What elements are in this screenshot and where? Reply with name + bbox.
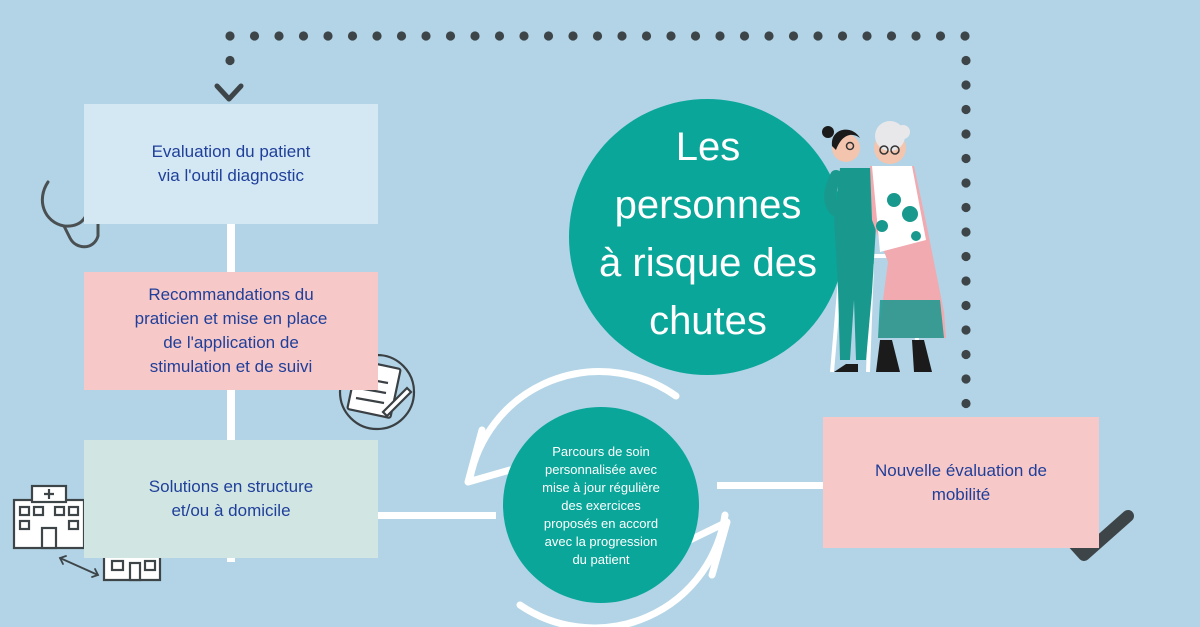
path-dot xyxy=(960,31,970,41)
connector-solutions-to-cycle xyxy=(378,512,496,519)
cycle-arrows xyxy=(466,368,729,627)
path-dot xyxy=(961,178,971,188)
path-dot xyxy=(862,31,872,41)
path-dot xyxy=(666,31,676,41)
path-dot xyxy=(961,153,971,164)
path-dot xyxy=(788,31,799,41)
path-dot xyxy=(961,202,971,213)
path-dot xyxy=(935,31,946,41)
path-dot xyxy=(961,227,971,237)
dotted-feedback-path xyxy=(225,31,971,409)
path-dot xyxy=(274,31,284,41)
cycle-arrowhead-right xyxy=(686,518,731,579)
path-dot xyxy=(225,31,235,41)
connector-cycle-to-evaluation xyxy=(717,482,823,489)
path-dot xyxy=(961,55,971,66)
hospital-icon xyxy=(12,484,86,550)
path-dot xyxy=(543,31,554,41)
path-dot xyxy=(617,31,627,41)
caregiver-elderly-illustration xyxy=(822,121,946,373)
path-dot xyxy=(961,374,971,384)
path-dot xyxy=(961,398,971,409)
center-cycle-text: Parcours de soin personnalisée avec mise… xyxy=(542,444,660,567)
double-arrow-icon xyxy=(58,555,100,578)
path-dot xyxy=(519,31,529,41)
step-solutions-label: Solutions en structure et/ou à domicile xyxy=(148,477,314,520)
path-dot xyxy=(886,31,897,41)
new-evaluation-label: Nouvelle évaluation de mobilité xyxy=(874,460,1047,504)
step-recommendations-box: Recommandations du praticien et mise en … xyxy=(84,272,378,390)
path-dot xyxy=(421,31,431,41)
path-dot xyxy=(445,31,456,41)
path-dot xyxy=(961,276,971,286)
chevron-down-icon xyxy=(214,83,244,102)
path-dot xyxy=(961,325,971,335)
path-dot xyxy=(568,31,578,41)
step-evaluation-label: Evaluation du patient via l'outil diagno… xyxy=(151,142,311,185)
path-dot xyxy=(249,31,260,41)
new-evaluation-box: Nouvelle évaluation de mobilité xyxy=(823,417,1099,548)
path-dot xyxy=(961,251,971,262)
path-dot xyxy=(396,31,407,41)
title-circle xyxy=(569,99,845,375)
path-dot xyxy=(225,55,235,66)
step-evaluation-box: Evaluation du patient via l'outil diagno… xyxy=(84,104,378,224)
path-dot xyxy=(323,31,333,41)
path-dot xyxy=(372,31,382,41)
path-dot xyxy=(813,31,823,41)
path-dot xyxy=(961,300,971,311)
path-dot xyxy=(715,31,725,41)
step-solutions-box: Solutions en structure et/ou à domicile xyxy=(84,440,378,558)
path-dot xyxy=(690,31,701,41)
main-title: Les personnes à risque des chutes xyxy=(599,125,817,343)
path-dot xyxy=(494,31,505,41)
path-dot xyxy=(347,31,358,41)
cycle-arrowhead-left xyxy=(464,426,514,486)
path-dot xyxy=(961,80,971,90)
path-dot xyxy=(837,31,848,41)
vertical-connector xyxy=(227,222,235,562)
path-dot xyxy=(961,129,971,139)
path-dot xyxy=(961,349,971,360)
center-circle xyxy=(503,407,699,603)
step-recommendations-label: Recommandations du praticien et mise en … xyxy=(134,285,328,376)
path-dot xyxy=(470,31,480,41)
path-dot xyxy=(592,31,603,41)
path-dot xyxy=(961,104,971,115)
path-dot xyxy=(764,31,774,41)
path-dot xyxy=(911,31,921,41)
path-dot xyxy=(641,31,652,41)
path-dot xyxy=(739,31,750,41)
path-dot xyxy=(298,31,309,41)
